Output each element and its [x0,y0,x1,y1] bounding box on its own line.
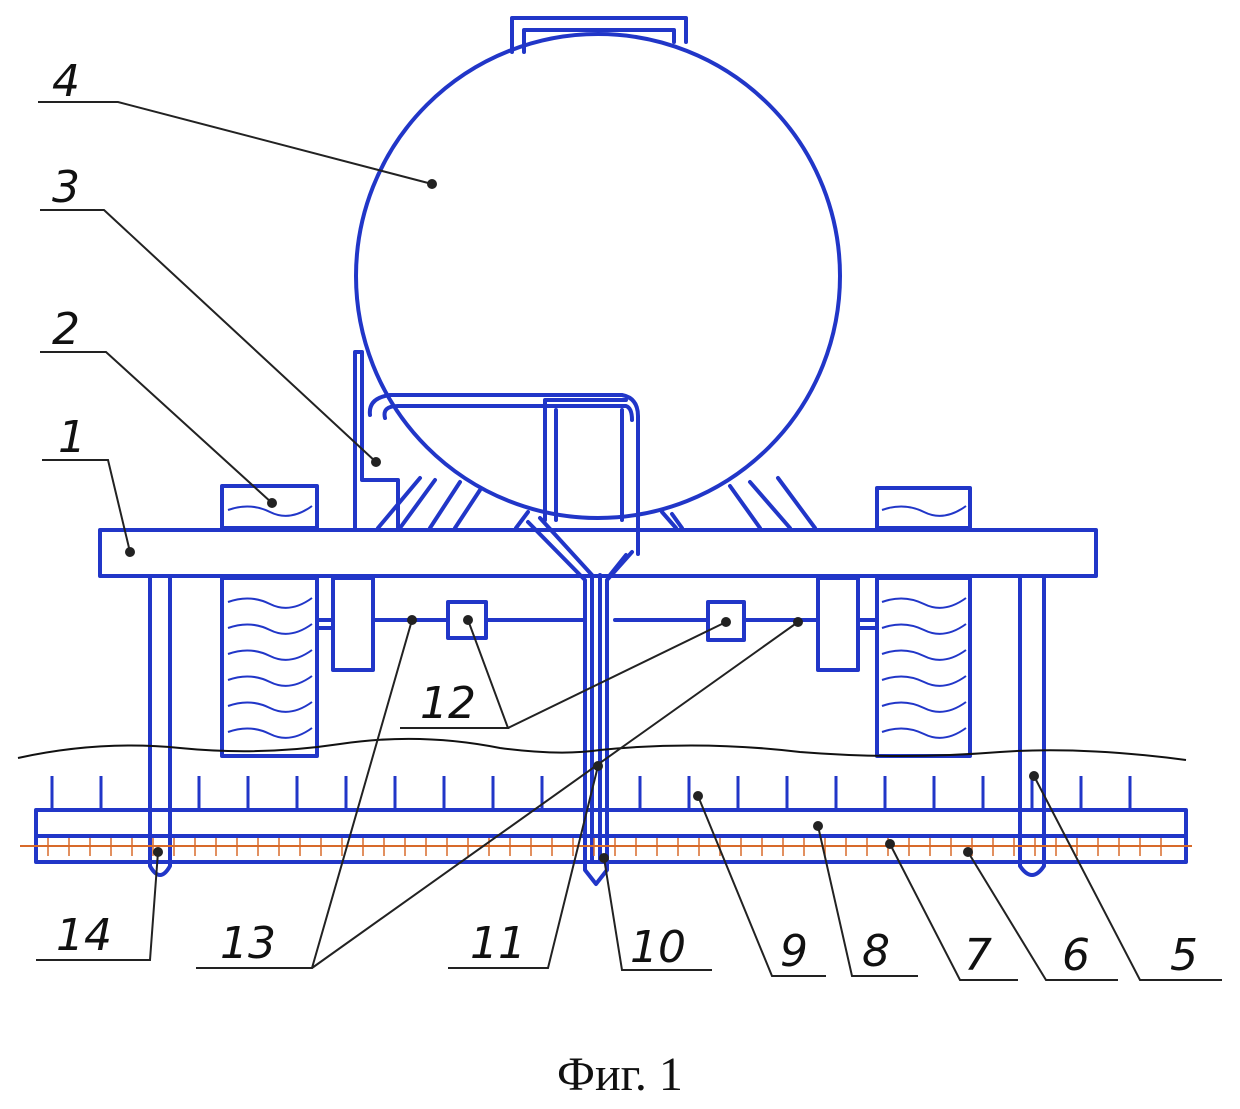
leader-5 [1033,775,1222,981]
label-10: 10 [630,922,686,973]
saddle-mid [514,510,684,530]
leader-14 [36,851,159,961]
leader-7 [889,843,1018,981]
leader-10 [603,857,712,971]
wheel-left-tread [227,505,313,739]
label-9: 9 [780,926,808,977]
part-labels: 4 3 2 1 12 14 13 11 10 9 8 7 6 5 [52,56,1198,981]
figure-caption: Фиг. 1 [557,1048,683,1101]
dot-8 [813,821,823,831]
bracket-left [353,350,400,530]
label-4: 4 [52,56,80,107]
label-12: 12 [420,678,476,729]
dot-3 [371,457,381,467]
axle-shaft [315,618,879,630]
dot-9 [693,791,703,801]
label-3: 3 [52,162,80,213]
feed-pipe [526,516,634,886]
label-14: 14 [56,910,112,961]
tank-hatch [510,16,688,54]
wheel-left [220,484,319,758]
wheel-right-tread [881,505,967,739]
tank-pipe [543,398,628,522]
label-6: 6 [1062,930,1090,981]
dot-11 [593,761,603,771]
dot-7 [885,839,895,849]
label-5: 5 [1170,930,1198,981]
label-2: 2 [52,304,80,355]
leg-right [1018,574,1046,877]
leader-9 [697,795,826,977]
dot-1 [125,547,135,557]
leg-left [148,574,172,877]
leader-13 [196,619,799,969]
tank [354,16,842,520]
leader-3 [40,209,377,463]
bracket [353,350,640,556]
dot-14 [153,847,163,857]
dot-4 [427,179,437,189]
dot-13a [407,615,417,625]
label-8: 8 [862,926,890,977]
dot-2 [267,498,277,508]
label-7: 7 [964,930,992,981]
label-13: 13 [220,918,276,969]
saddle-supports [376,476,817,530]
dot-12b [721,617,731,627]
hub-left [331,576,375,672]
leader-12 [400,619,727,729]
pump-right [706,600,746,642]
frame-beam [98,528,1098,578]
bracket-arm [367,393,640,556]
legs [148,574,1046,877]
dot-5 [1029,771,1039,781]
tank-body [354,32,842,520]
dot-6 [963,847,973,857]
axle-assembly [315,576,879,672]
feed-pipe-outer [526,520,634,886]
label-1: 1 [58,412,86,463]
pump-left [446,600,488,640]
saddle-left [376,476,482,530]
feed-pipe-inner [538,516,628,862]
leader-4 [38,101,433,185]
dot-10 [599,853,609,863]
dot-13b [793,617,803,627]
soil-surface [17,737,1187,761]
leaders [36,101,1222,981]
dot-12a [463,615,473,625]
leader-11 [448,765,599,969]
leader-6 [967,851,1118,981]
leader-2 [40,351,273,504]
label-11: 11 [470,918,526,969]
saddle-right [660,476,817,530]
leader-8 [817,825,918,977]
leader-1 [42,459,131,553]
hub-right [816,576,860,672]
